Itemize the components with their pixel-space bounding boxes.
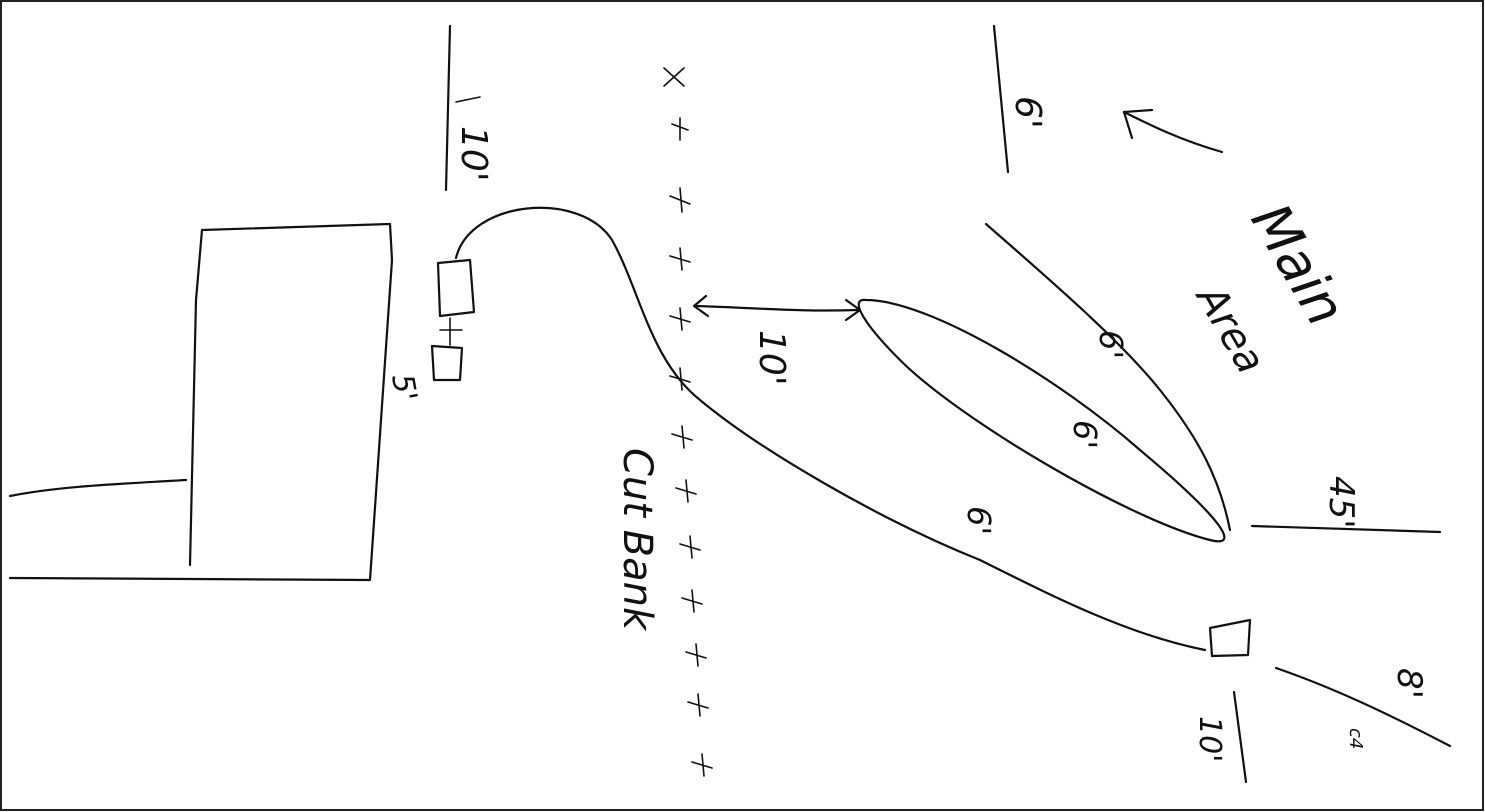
label-building-dim: 5' (384, 371, 423, 404)
wall-line-right-top (992, 24, 1010, 174)
label-tiny-note: c4 (1345, 728, 1366, 749)
label-lower-right-dim: 8' (1389, 668, 1429, 699)
building-outline (8, 222, 394, 582)
dim-tick-top (455, 96, 481, 103)
label-right-dim-45: 45' (1321, 476, 1361, 529)
label-pond-dim-upper: 6' (1092, 330, 1130, 359)
label-bottom-right-dim: 10' (1192, 716, 1227, 762)
unit-box-lower-right (1208, 618, 1252, 658)
pipe-line (454, 206, 1207, 652)
area-boundary-line (984, 222, 1232, 532)
label-main-area-line2: Area (1186, 275, 1274, 381)
direction-arrow (1122, 108, 1224, 154)
gap-dimension-arrow (692, 294, 862, 322)
property-line-right (1250, 524, 1442, 534)
label-right-top-dim: 6' (1007, 96, 1048, 129)
property-line-lower (1274, 666, 1452, 748)
cut-bank-marks (663, 67, 713, 777)
label-main-area-line1: Main (1239, 193, 1358, 336)
equipment-box-upper (436, 258, 476, 318)
label-pond-dim-lower: 6' (960, 506, 998, 535)
label-gap-dim: 10' (751, 330, 792, 386)
wall-line-bottom (1232, 690, 1248, 784)
label-pond-dim-mid: 6' (1066, 420, 1104, 449)
pond-outline (857, 298, 1226, 543)
label-top-dim: 10' (453, 126, 494, 182)
wall-line-top (444, 24, 452, 192)
label-cut-bank: Cut Bank (614, 448, 660, 632)
equipment-box-lower (430, 317, 464, 382)
